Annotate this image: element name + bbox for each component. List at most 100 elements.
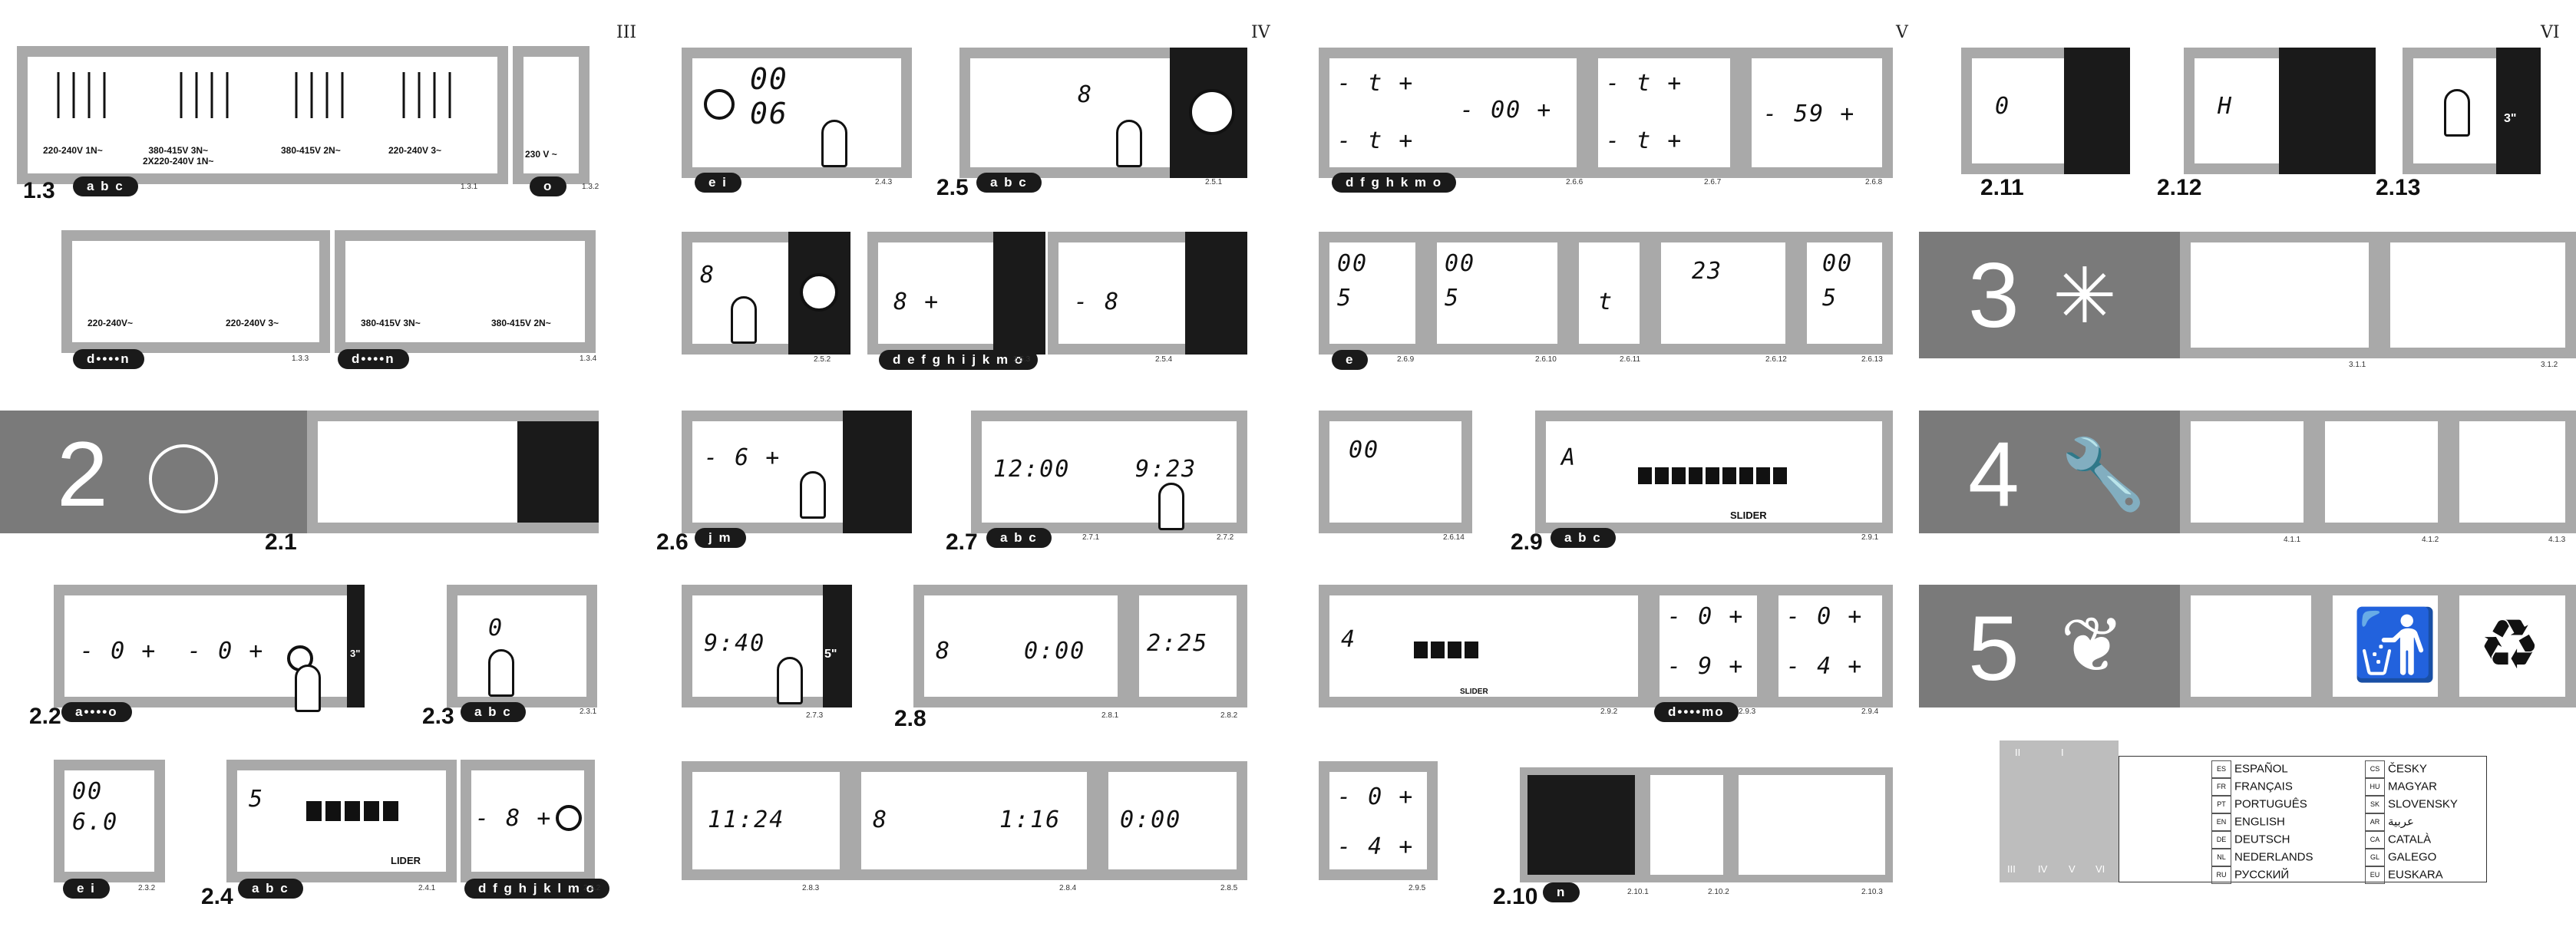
dark-strip xyxy=(843,411,912,533)
power-bar-8 xyxy=(1756,467,1770,484)
ref-2-7-3: 2.7.3 xyxy=(806,711,824,720)
panel-5-2: 🚮 xyxy=(2322,585,2449,707)
dark-strip xyxy=(2279,48,2376,174)
wiring-panel-1-3-2: 230 V ~ xyxy=(513,46,590,184)
panel-2-5-1: 8 xyxy=(959,48,1247,178)
display-2-4-a: 5 xyxy=(249,786,265,813)
figure-label-2-12: 2.12 xyxy=(2157,175,2202,200)
voltage-label-4: 220-240V 3~ xyxy=(388,145,442,156)
power-bar-4 xyxy=(364,801,379,821)
cover-tab-iii: III xyxy=(2007,863,2016,875)
ref-1-3-3: 1.3.3 xyxy=(292,355,309,363)
slider-label: LIDER xyxy=(391,855,421,866)
tag-n: n xyxy=(1543,882,1580,902)
lang-gl: GALEGO xyxy=(2388,850,2437,864)
ref-2-7-2: 2.7.2 xyxy=(1217,533,1234,542)
section-5-band: 5 ❦ xyxy=(1919,585,2180,707)
panel-2-8-4: 8 1:16 xyxy=(850,761,1098,880)
power-bar-4 xyxy=(1465,642,1478,658)
dark-strip xyxy=(823,585,852,707)
panel-2-7: 12:00 9:23 xyxy=(971,411,1247,533)
display-2-9-5-b: - 4 + xyxy=(1337,833,1415,860)
display-row5-d: 0:00 xyxy=(1120,806,1182,833)
panel-3-1-2 xyxy=(2379,232,2576,358)
power-bar-2 xyxy=(325,801,341,821)
control-strip xyxy=(517,421,599,523)
badge-3s: 3" xyxy=(350,648,361,659)
finger-icon xyxy=(821,120,847,167)
ref-2-4-3: 2.4.3 xyxy=(875,178,893,186)
display-2-8-b: 0:00 xyxy=(1024,638,1086,665)
display-2-4-3-top: 00 xyxy=(750,62,788,96)
panel-2-8-2: 2:25 xyxy=(1128,585,1247,707)
panel-2-6-14: 00 xyxy=(1319,411,1472,533)
lang-de: DEUTSCH xyxy=(2234,833,2290,846)
lang-eu: EUSKARA xyxy=(2388,868,2443,882)
display-v-r4-a: 4 xyxy=(1341,626,1357,653)
panel-2-9-3: - 0 + - 9 + xyxy=(1649,585,1768,707)
display-2-7-3: 9:40 xyxy=(704,630,766,657)
display-v-t4: - t + xyxy=(1606,127,1683,154)
panel-2-10-1 xyxy=(1520,767,1643,882)
display-v-r4-e: - 4 + xyxy=(1786,653,1864,680)
panel-2-8-3: 11:24 xyxy=(682,761,850,880)
display-2-9-5-a: - 0 + xyxy=(1337,783,1415,810)
wiring-panel-1-3-3: 220-240V~ 220-240V 3~ xyxy=(61,230,330,353)
ref-2-6-11: 2.6.11 xyxy=(1620,355,1641,364)
panel-5-3: ♻ xyxy=(2449,585,2576,707)
ref-2-4-1: 2.4.1 xyxy=(418,884,436,892)
section-3-digit: 3 xyxy=(1968,244,2020,347)
panel-2-8-1: 8 0:00 xyxy=(913,585,1128,707)
panel-3-1-1 xyxy=(2180,232,2379,358)
display-row2-c: - 8 xyxy=(1074,289,1121,315)
voltage-label-3: 380-415V 2N~ xyxy=(281,145,341,156)
display-2-2-a: - 0 + xyxy=(80,638,157,665)
panel-2-9-4: - 0 + - 4 + xyxy=(1768,585,1893,707)
display-2-7-a: 12:00 xyxy=(993,456,1071,483)
ref-4-1-3: 4.1.3 xyxy=(2548,536,2566,544)
tag-dn-2: d••••n xyxy=(338,349,409,369)
display-2-8-c: 2:25 xyxy=(1147,630,1209,657)
lang-ru: РУССКИЙ xyxy=(2234,868,2290,882)
page-number-v: V xyxy=(1896,23,1908,42)
voltage-label-5: 230 V ~ xyxy=(525,149,557,160)
display-2-12: H xyxy=(2218,93,2234,120)
knob-icon xyxy=(556,805,582,831)
display-v-r2-c: 00 xyxy=(1445,250,1476,277)
display-2-7-b: 9:23 xyxy=(1135,456,1197,483)
tag-dmo: d••••mo xyxy=(1654,702,1739,722)
wiring-panel-1-3-1: 220-240V 1N~ 380-415V 3N~ 2X220-240V 1N~… xyxy=(17,46,508,184)
ref-2-8-5: 2.8.5 xyxy=(1220,884,1238,892)
wrench-icon: 🔧 xyxy=(2060,437,2147,513)
ref-2-8-2: 2.8.2 xyxy=(1220,711,1238,720)
display-v-00: - 00 + xyxy=(1460,97,1553,124)
ref-1-3-1: 1.3.1 xyxy=(461,183,478,191)
ref-2-6-14: 2.6.14 xyxy=(1443,533,1465,542)
cooktop-top xyxy=(1527,775,1635,875)
figure-label-2-11: 2.11 xyxy=(1980,175,2024,200)
ref-2-5-1: 2.5.1 xyxy=(1205,178,1223,186)
display-v-r4-d: - 9 + xyxy=(1667,653,1745,680)
tag-e: e xyxy=(1332,350,1369,370)
ref-2-10-2: 2.10.2 xyxy=(1708,888,1729,896)
dark-strip xyxy=(2064,48,2130,174)
panel-2-3: 0 xyxy=(447,585,597,707)
ref-4-1-1: 4.1.1 xyxy=(2284,536,2301,544)
ref-2-9-5: 2.9.5 xyxy=(1409,884,1426,892)
power-bar-5 xyxy=(1706,467,1719,484)
panel-2-12: H xyxy=(2184,48,2376,174)
ref-2-9-3: 2.9.3 xyxy=(1739,707,1756,716)
figure-label-2-1: 2.1 xyxy=(265,529,297,555)
display-row5-c: 1:16 xyxy=(999,806,1062,833)
dark-strip xyxy=(993,232,1045,355)
display-2-8-a: 8 xyxy=(936,638,952,665)
display-2-5-1: 8 xyxy=(1078,81,1094,108)
knob-icon xyxy=(800,273,838,312)
display-row5-a: 11:24 xyxy=(708,806,785,833)
tag-abc-2-4: a b c xyxy=(238,879,303,899)
wiring-panel-1-3-4: 380-415V 3N~ 380-415V 2N~ xyxy=(335,230,596,353)
ref-2-6-9: 2.6.9 xyxy=(1397,355,1415,364)
ref-1-3-4: 1.3.4 xyxy=(580,355,597,363)
finger-icon xyxy=(488,649,514,697)
panel-2-13: 3" xyxy=(2403,48,2541,174)
